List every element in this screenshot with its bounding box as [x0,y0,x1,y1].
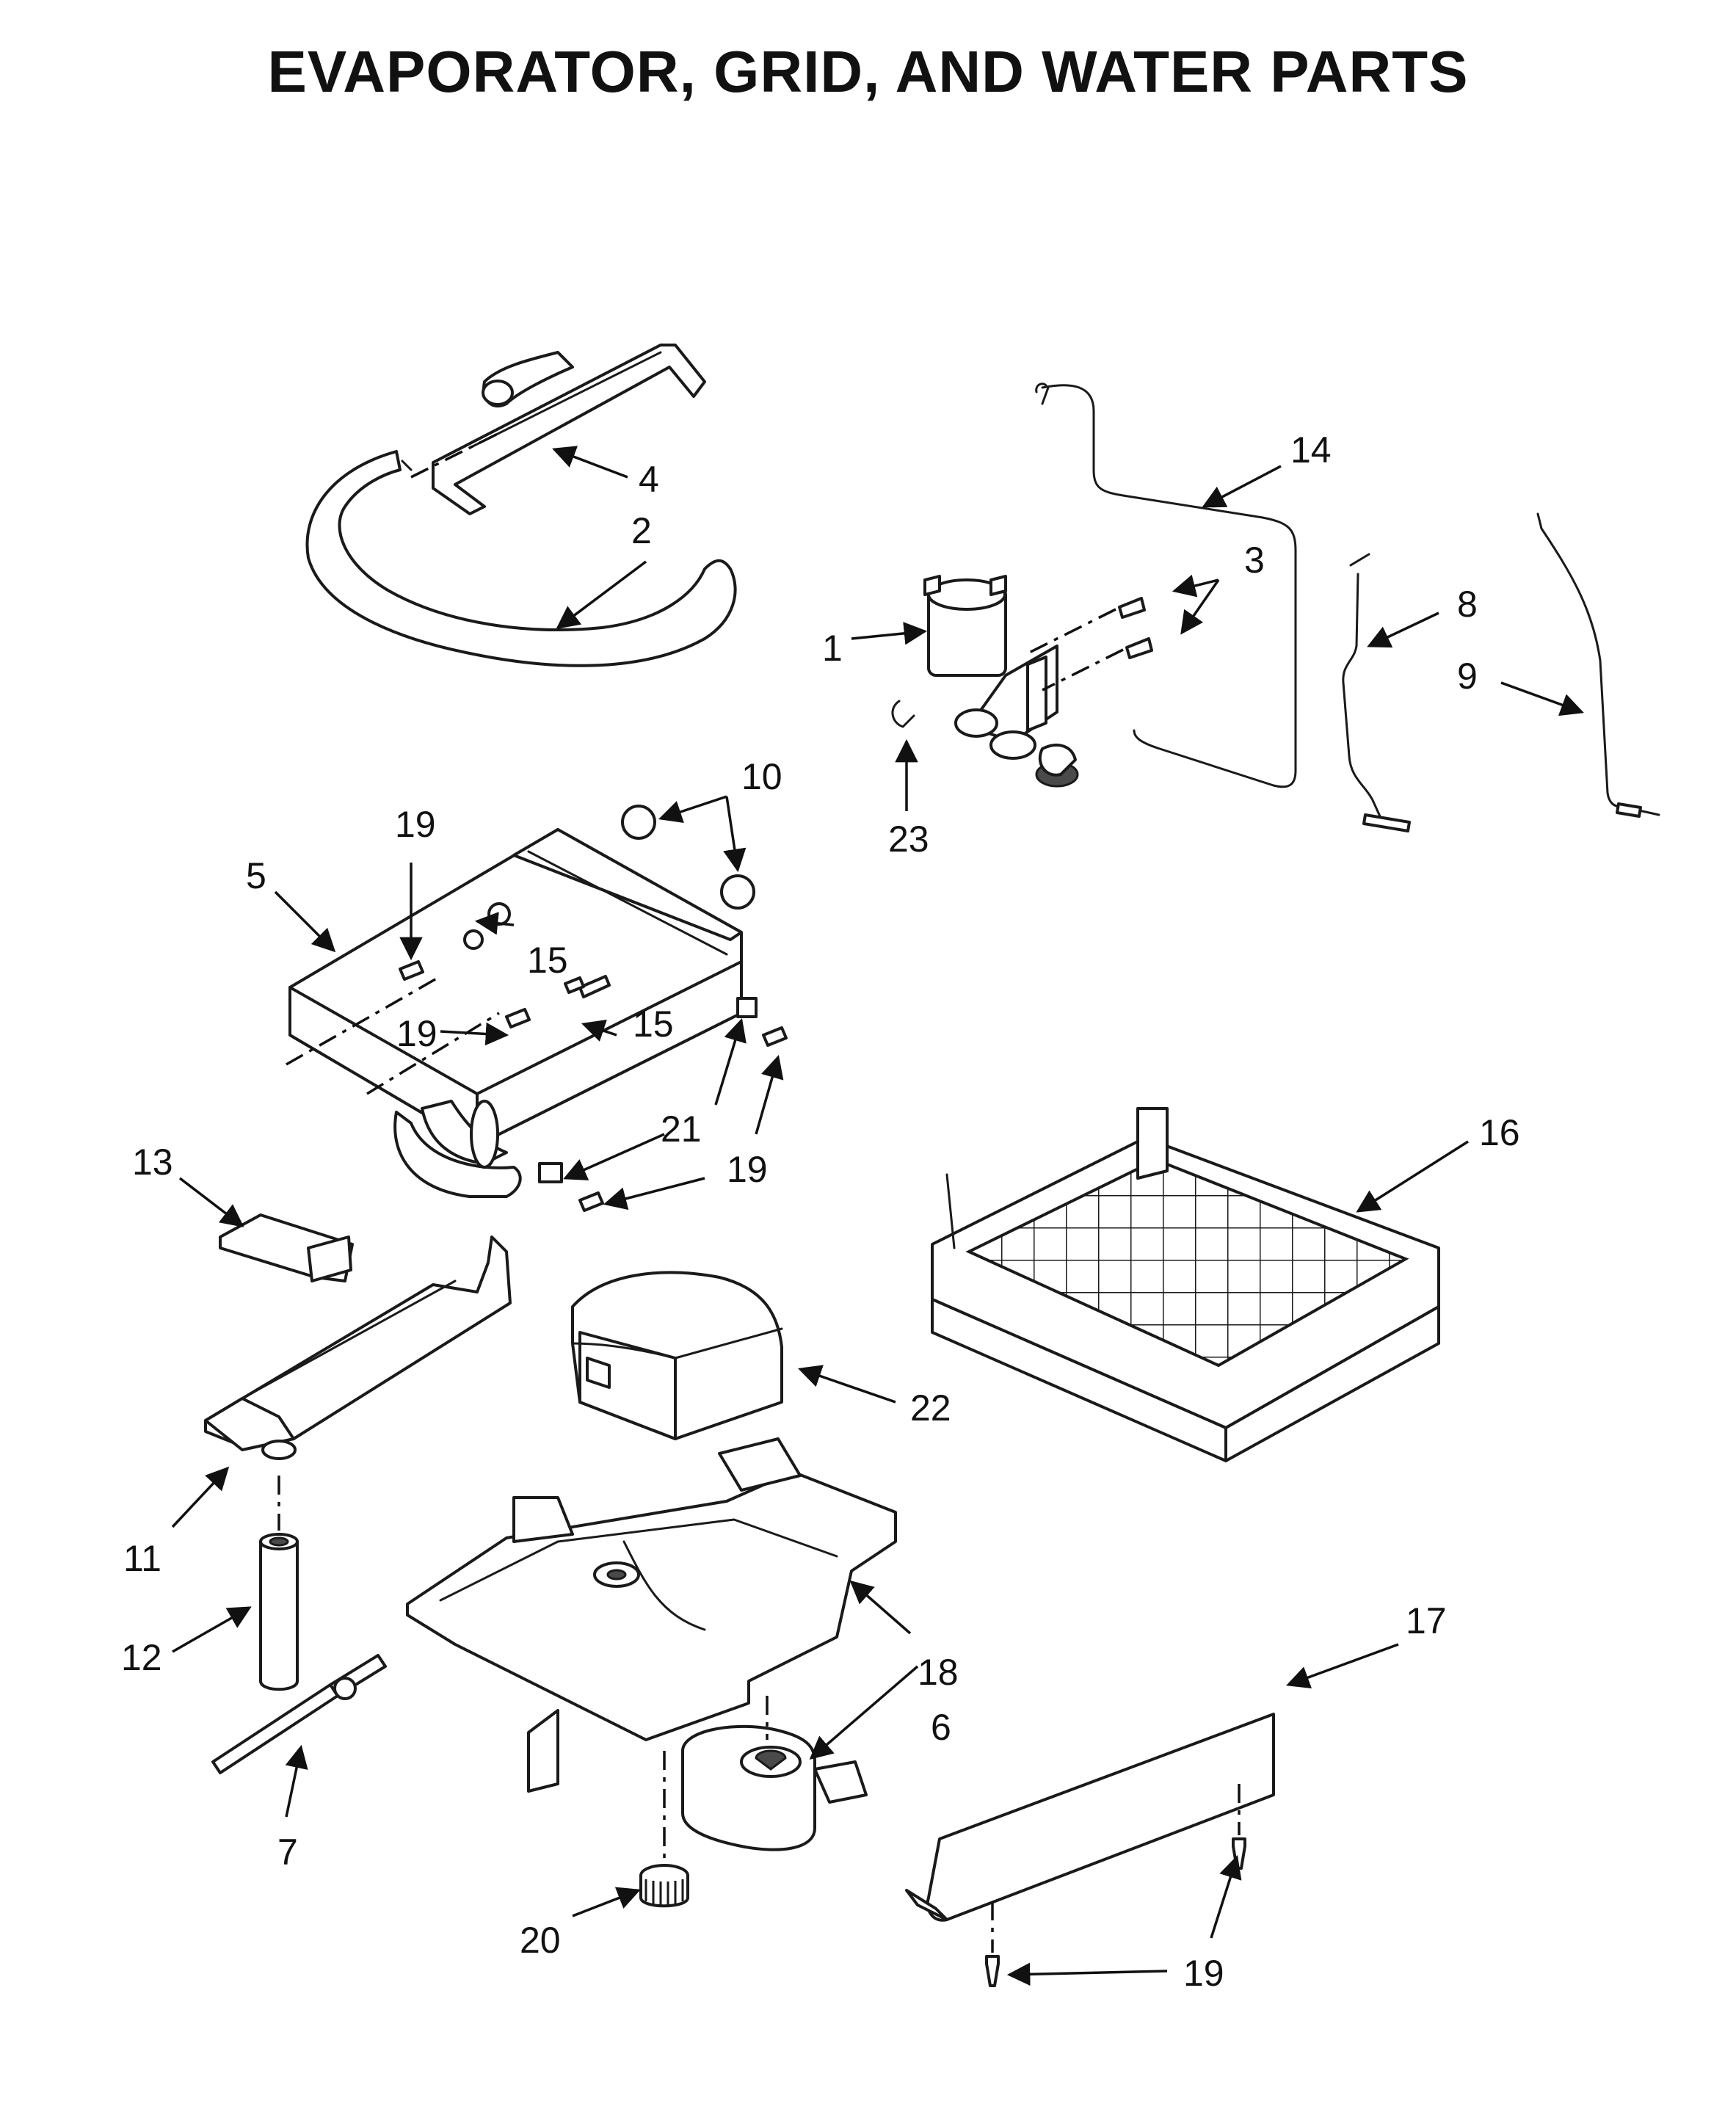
callout-9: 9 [1457,656,1478,697]
part-22-cover [571,1271,783,1440]
callout-labels: 4 2 14 3 1 8 9 23 10 19 5 15 19 15 21 19… [121,429,1520,1994]
callout-5: 5 [246,855,266,896]
part-18-ice-bin [406,1437,897,1879]
callout-16: 16 [1479,1112,1520,1153]
callout-11: 11 [123,1538,161,1579]
part-23-clip [891,700,915,728]
callout-21: 21 [661,1108,702,1150]
part-11-drain-trough [204,1235,512,1531]
callout-17: 17 [1406,1600,1447,1641]
callout-4: 4 [639,459,659,500]
part-14-tube [1035,382,1297,788]
callout-10: 10 [741,756,782,797]
part-3-screws [1027,597,1153,692]
part-9-tube [1536,512,1660,818]
callout-20: 20 [520,1920,561,1961]
callout-22: 22 [910,1387,951,1429]
callout-13: 13 [132,1142,173,1183]
callout-8: 8 [1457,584,1478,625]
part-17-kick-plate [905,1713,1275,1987]
part-7-fill-tube [211,1654,387,1774]
callout-3: 3 [1244,540,1265,581]
part-13-bracket [219,1213,354,1282]
part-2-drain-tube [305,450,737,667]
screw-group [399,960,788,1212]
part-16-ice-grid [931,1107,1440,1462]
part-6-motor [681,1696,868,1851]
diagram-title: EVAPORATOR, GRID, AND WATER PARTS [267,39,1469,104]
part-1-water-valve [923,575,1079,788]
callout-19-bottom: 19 [1183,1953,1224,1994]
part-8-tube [1342,553,1411,832]
part-4-heater-channel [410,344,706,515]
callout-18: 18 [918,1652,959,1693]
callout-19-top: 19 [395,804,436,845]
part-12-tube [259,1533,299,1691]
part-20-nut [639,1864,689,1908]
callout-6: 6 [931,1707,951,1748]
part-5-evaporator-tray [286,805,758,1198]
callout-12: 12 [121,1637,162,1678]
leader-lines [171,446,1584,1986]
callout-23: 23 [888,819,929,860]
callout-19-right: 19 [727,1149,768,1190]
callout-15-upper: 15 [527,940,568,981]
callout-19-mid: 19 [396,1013,437,1054]
callout-1: 1 [822,628,843,669]
callout-7: 7 [277,1832,298,1873]
callout-2: 2 [631,510,652,551]
callout-15-lower: 15 [633,1004,674,1045]
callout-14: 14 [1290,429,1332,471]
